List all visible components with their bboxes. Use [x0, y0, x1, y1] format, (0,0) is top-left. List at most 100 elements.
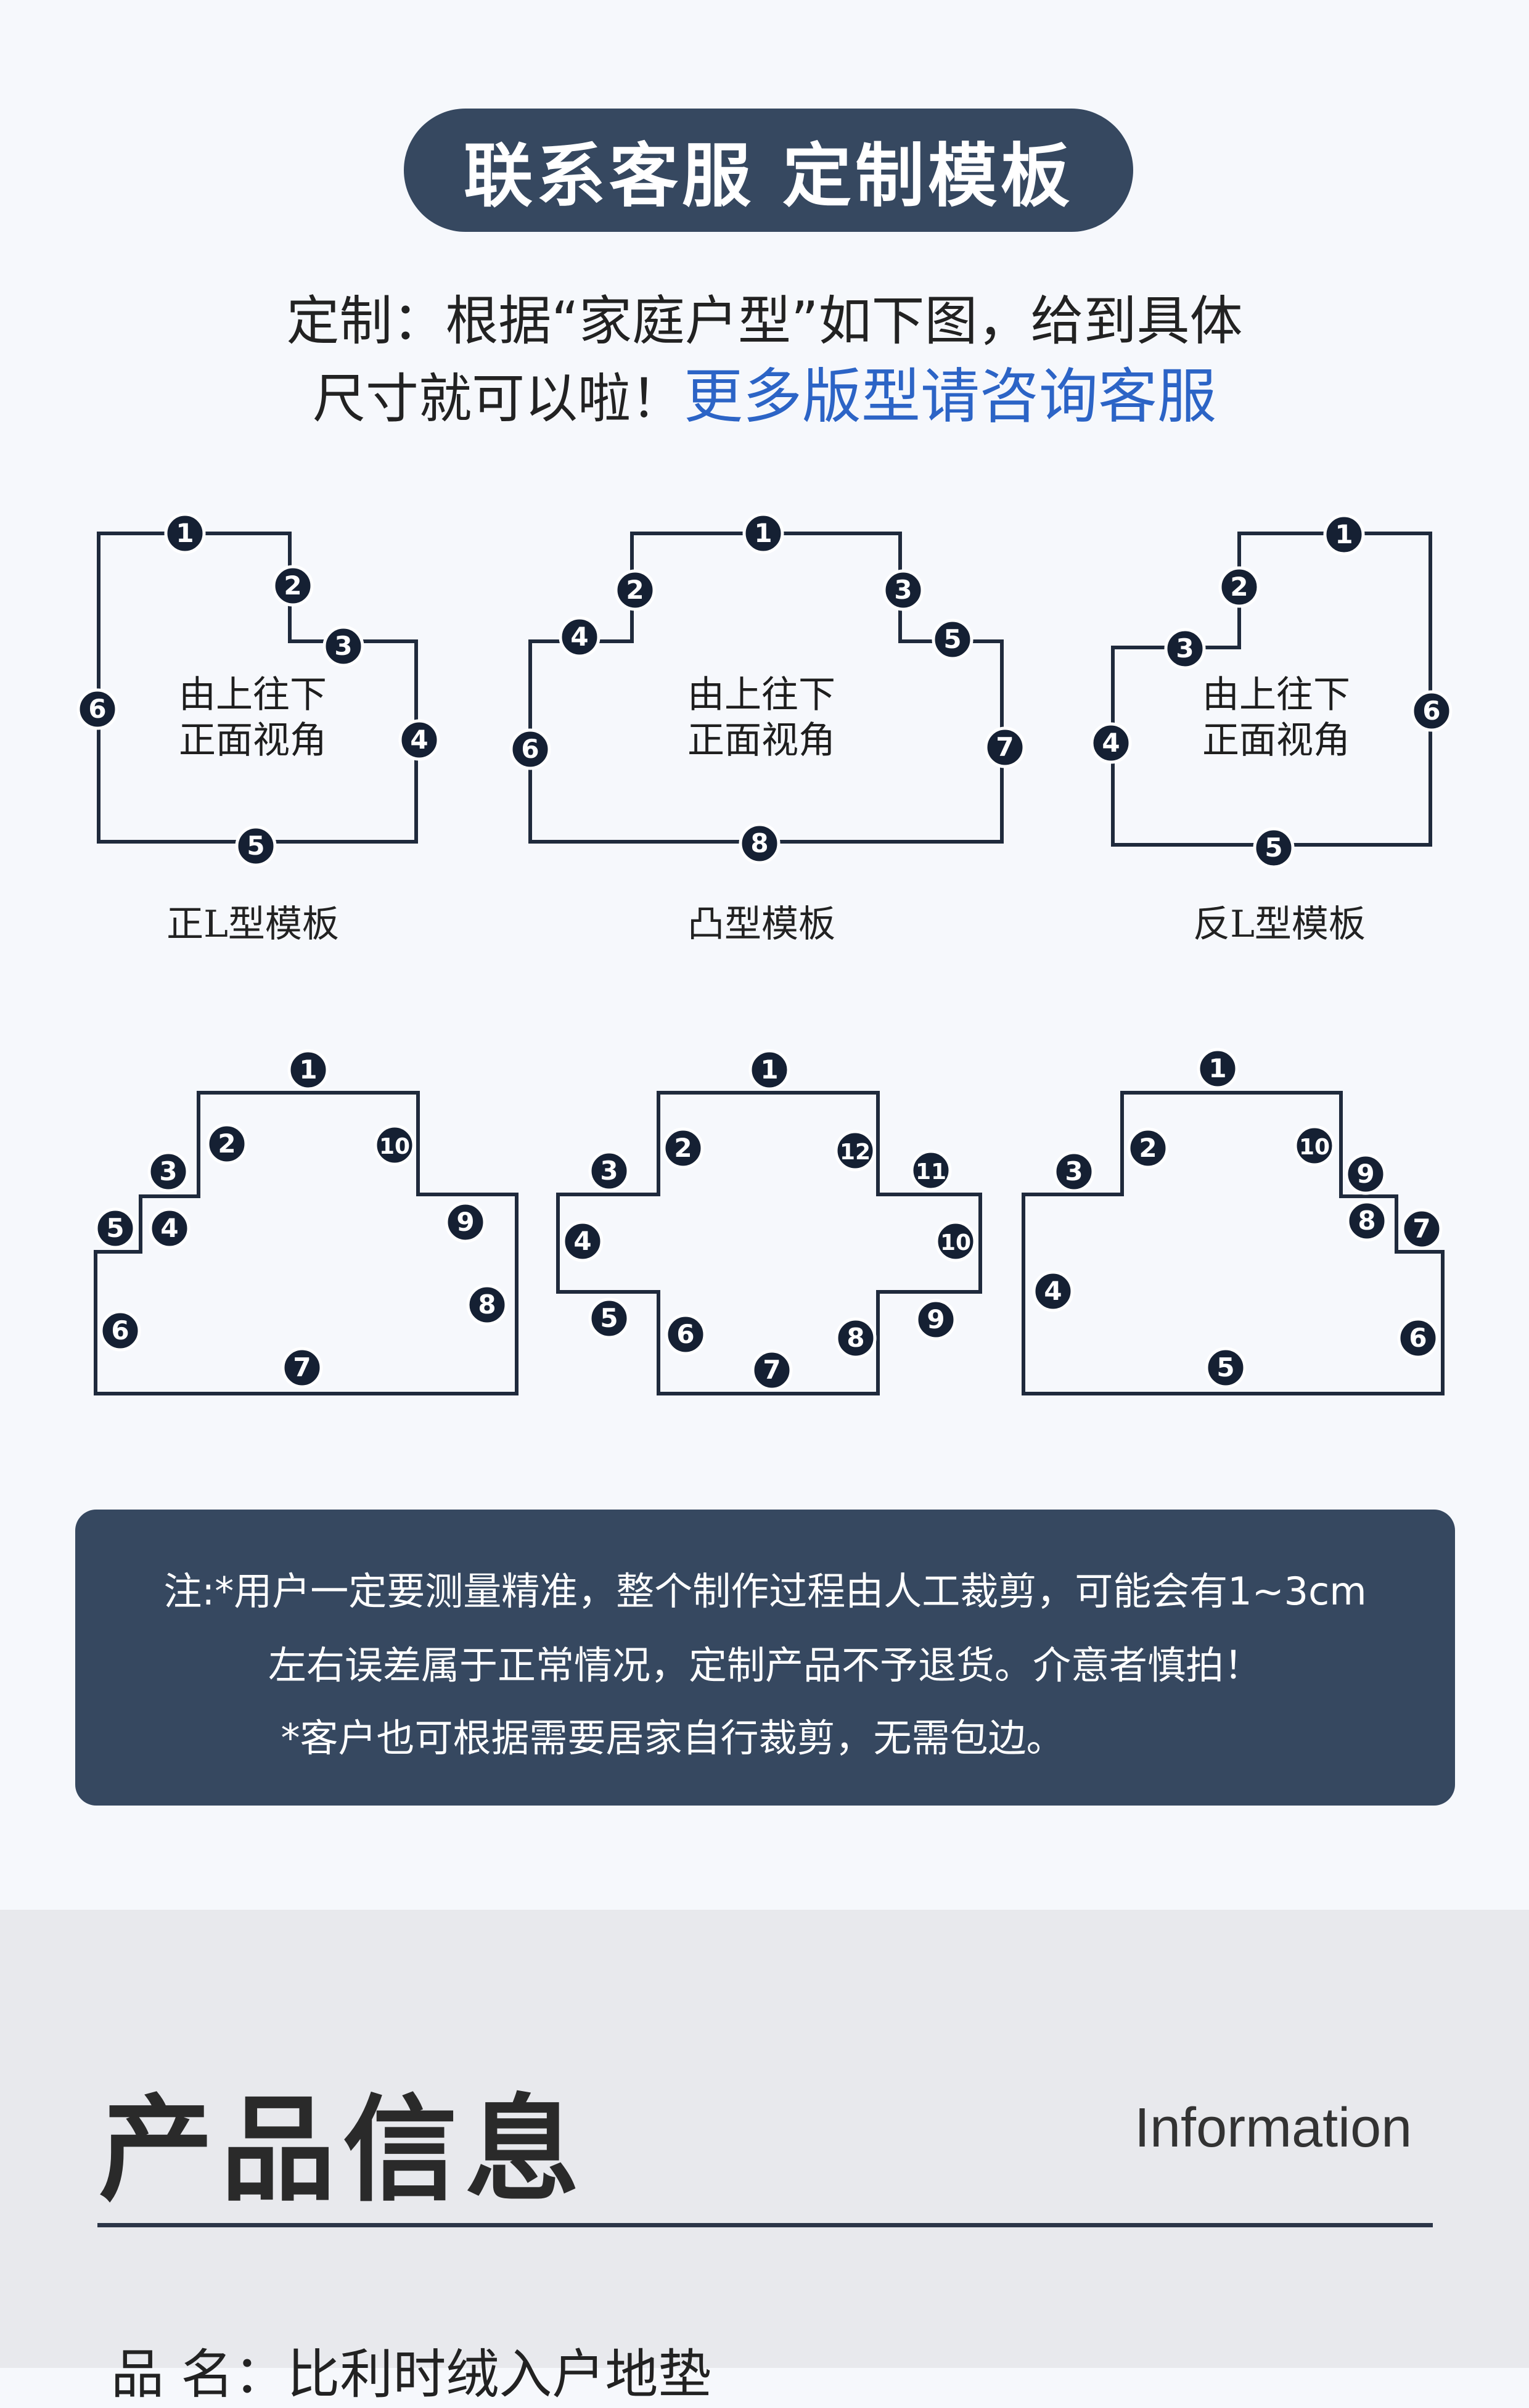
number-badge-5: 5 — [932, 618, 974, 660]
svg-text:1: 1 — [299, 1054, 317, 1085]
svg-text:11: 11 — [916, 1159, 946, 1185]
convex-template-inner-text: 由上往下 正面视角 — [669, 672, 854, 763]
number-badge-5: 5 — [235, 825, 277, 867]
number-badge-2: 2 — [1218, 566, 1260, 608]
number-badge-7: 7 — [281, 1347, 323, 1389]
intro-line-2: 尺寸就可以啦！更多版型请咨询客服 — [0, 348, 1529, 434]
number-badge-8: 8 — [739, 823, 781, 865]
svg-text:6: 6 — [88, 694, 106, 724]
contact-service-banner[interactable]: 联系客服 定制模板 — [404, 109, 1133, 232]
product-name-row: 品 名：比利时绒入户地垫 — [111, 2344, 711, 2406]
number-badge-1: 1 — [1197, 1048, 1239, 1090]
svg-text:2: 2 — [1230, 572, 1248, 602]
reverse-l-template-inner-text: 由上往下 正面视角 — [1184, 672, 1369, 763]
product-info-title-en: Information — [1134, 2097, 1412, 2159]
number-badge-4: 4 — [1090, 722, 1132, 764]
number-badge-6: 6 — [1411, 690, 1453, 732]
view-direction-label: 由上往下 — [687, 673, 835, 717]
svg-text:3: 3 — [894, 575, 912, 605]
l-template-inner-text: 由上往下 正面视角 — [160, 672, 345, 763]
svg-text:6: 6 — [1409, 1323, 1427, 1353]
svg-text:4: 4 — [1102, 728, 1120, 758]
number-badge-1: 1 — [1323, 514, 1365, 556]
consult-service-link[interactable]: 更多版型请咨询客服 — [684, 362, 1216, 431]
stepped-right-template-outline — [1022, 1091, 1445, 1395]
reverse-l-template-outline — [1111, 532, 1432, 847]
svg-text:8: 8 — [846, 1323, 864, 1353]
svg-text:5: 5 — [1216, 1352, 1234, 1383]
svg-text:3: 3 — [1176, 633, 1194, 664]
number-badge-1: 1 — [742, 512, 784, 554]
number-badge-4: 4 — [559, 616, 601, 658]
number-badge-1: 1 — [748, 1049, 790, 1091]
banner-title: 联系客服 定制模板 — [464, 136, 1073, 216]
intro-line-2-prefix: 尺寸就可以啦！ — [313, 368, 684, 430]
number-badge-7: 7 — [984, 726, 1026, 768]
number-badge-6: 6 — [665, 1313, 707, 1355]
number-badge-9: 9 — [1345, 1153, 1387, 1195]
cross-template-outline — [556, 1091, 982, 1395]
svg-text:7: 7 — [1412, 1214, 1430, 1244]
notice-line-2: 左右误差属于正常情况，定制产品不予退货。介意者慎拍！ — [268, 1643, 1262, 1688]
svg-text:1: 1 — [760, 1054, 778, 1085]
number-badge-3: 3 — [882, 569, 924, 611]
number-badge-4: 4 — [562, 1220, 604, 1262]
svg-text:8: 8 — [750, 828, 768, 858]
svg-text:5: 5 — [247, 831, 264, 861]
svg-text:9: 9 — [927, 1304, 945, 1334]
product-info-title: 产品信息 — [99, 2083, 588, 2217]
step-template-outline — [94, 1091, 519, 1395]
svg-text:6: 6 — [676, 1319, 694, 1349]
number-badge-8: 8 — [1346, 1200, 1388, 1242]
number-badge-9: 9 — [915, 1299, 957, 1341]
caption-l-template: 正L型模板 — [166, 903, 339, 946]
number-badge-2: 2 — [272, 565, 314, 607]
number-badge-10: 10 — [1293, 1125, 1335, 1167]
svg-text:6: 6 — [1422, 696, 1440, 726]
view-angle-label: 正面视角 — [687, 719, 835, 762]
number-badge-5: 5 — [94, 1207, 136, 1249]
svg-text:6: 6 — [111, 1315, 129, 1346]
view-angle-label: 正面视角 — [1202, 719, 1350, 762]
svg-text:5: 5 — [600, 1303, 618, 1333]
view-angle-label: 正面视角 — [179, 719, 327, 762]
number-badge-3: 3 — [147, 1151, 189, 1193]
svg-text:3: 3 — [159, 1156, 177, 1186]
svg-text:2: 2 — [218, 1128, 236, 1159]
notice-line-3: *客户也可根据需要居家自行裁剪，无需包边。 — [281, 1716, 1065, 1761]
svg-text:7: 7 — [293, 1352, 311, 1383]
view-direction-label: 由上往下 — [1202, 673, 1350, 717]
number-badge-11: 11 — [910, 1149, 952, 1191]
intro-line-1: 定制：根据“家庭户型”如下图，给到具体 — [286, 290, 1243, 352]
svg-text:1: 1 — [176, 518, 194, 548]
number-badge-10: 10 — [374, 1124, 416, 1166]
svg-text:3: 3 — [600, 1156, 618, 1186]
svg-text:5: 5 — [106, 1213, 124, 1243]
number-badge-4: 4 — [1032, 1270, 1074, 1312]
number-badge-7: 7 — [1401, 1208, 1443, 1250]
divider — [97, 2223, 1433, 2227]
number-badge-5: 5 — [1205, 1347, 1247, 1389]
number-badge-2: 2 — [614, 569, 656, 611]
svg-text:10: 10 — [1299, 1135, 1330, 1160]
svg-text:3: 3 — [334, 631, 352, 661]
product-info-section — [0, 1910, 1529, 2368]
svg-text:3: 3 — [1065, 1156, 1083, 1186]
caption-convex-template: 凸型模板 — [687, 903, 835, 946]
svg-text:9: 9 — [456, 1207, 474, 1237]
number-badge-9: 9 — [445, 1201, 486, 1243]
number-badge-3: 3 — [1053, 1151, 1095, 1193]
number-badge-3: 3 — [322, 625, 364, 667]
number-badge-6: 6 — [509, 728, 551, 770]
number-badge-4: 4 — [149, 1207, 191, 1249]
svg-text:4: 4 — [570, 622, 588, 652]
svg-text:2: 2 — [626, 575, 644, 605]
number-badge-3: 3 — [1164, 628, 1206, 670]
number-badge-7: 7 — [751, 1349, 793, 1391]
svg-text:4: 4 — [573, 1226, 591, 1256]
notice-line-1: 注:*用户一定要测量精准，整个制作过程由人工裁剪，可能会有1~3cm — [163, 1569, 1367, 1614]
number-badge-8: 8 — [466, 1284, 508, 1326]
svg-text:8: 8 — [1358, 1206, 1375, 1236]
svg-text:2: 2 — [1139, 1133, 1157, 1163]
svg-text:1: 1 — [754, 518, 772, 548]
